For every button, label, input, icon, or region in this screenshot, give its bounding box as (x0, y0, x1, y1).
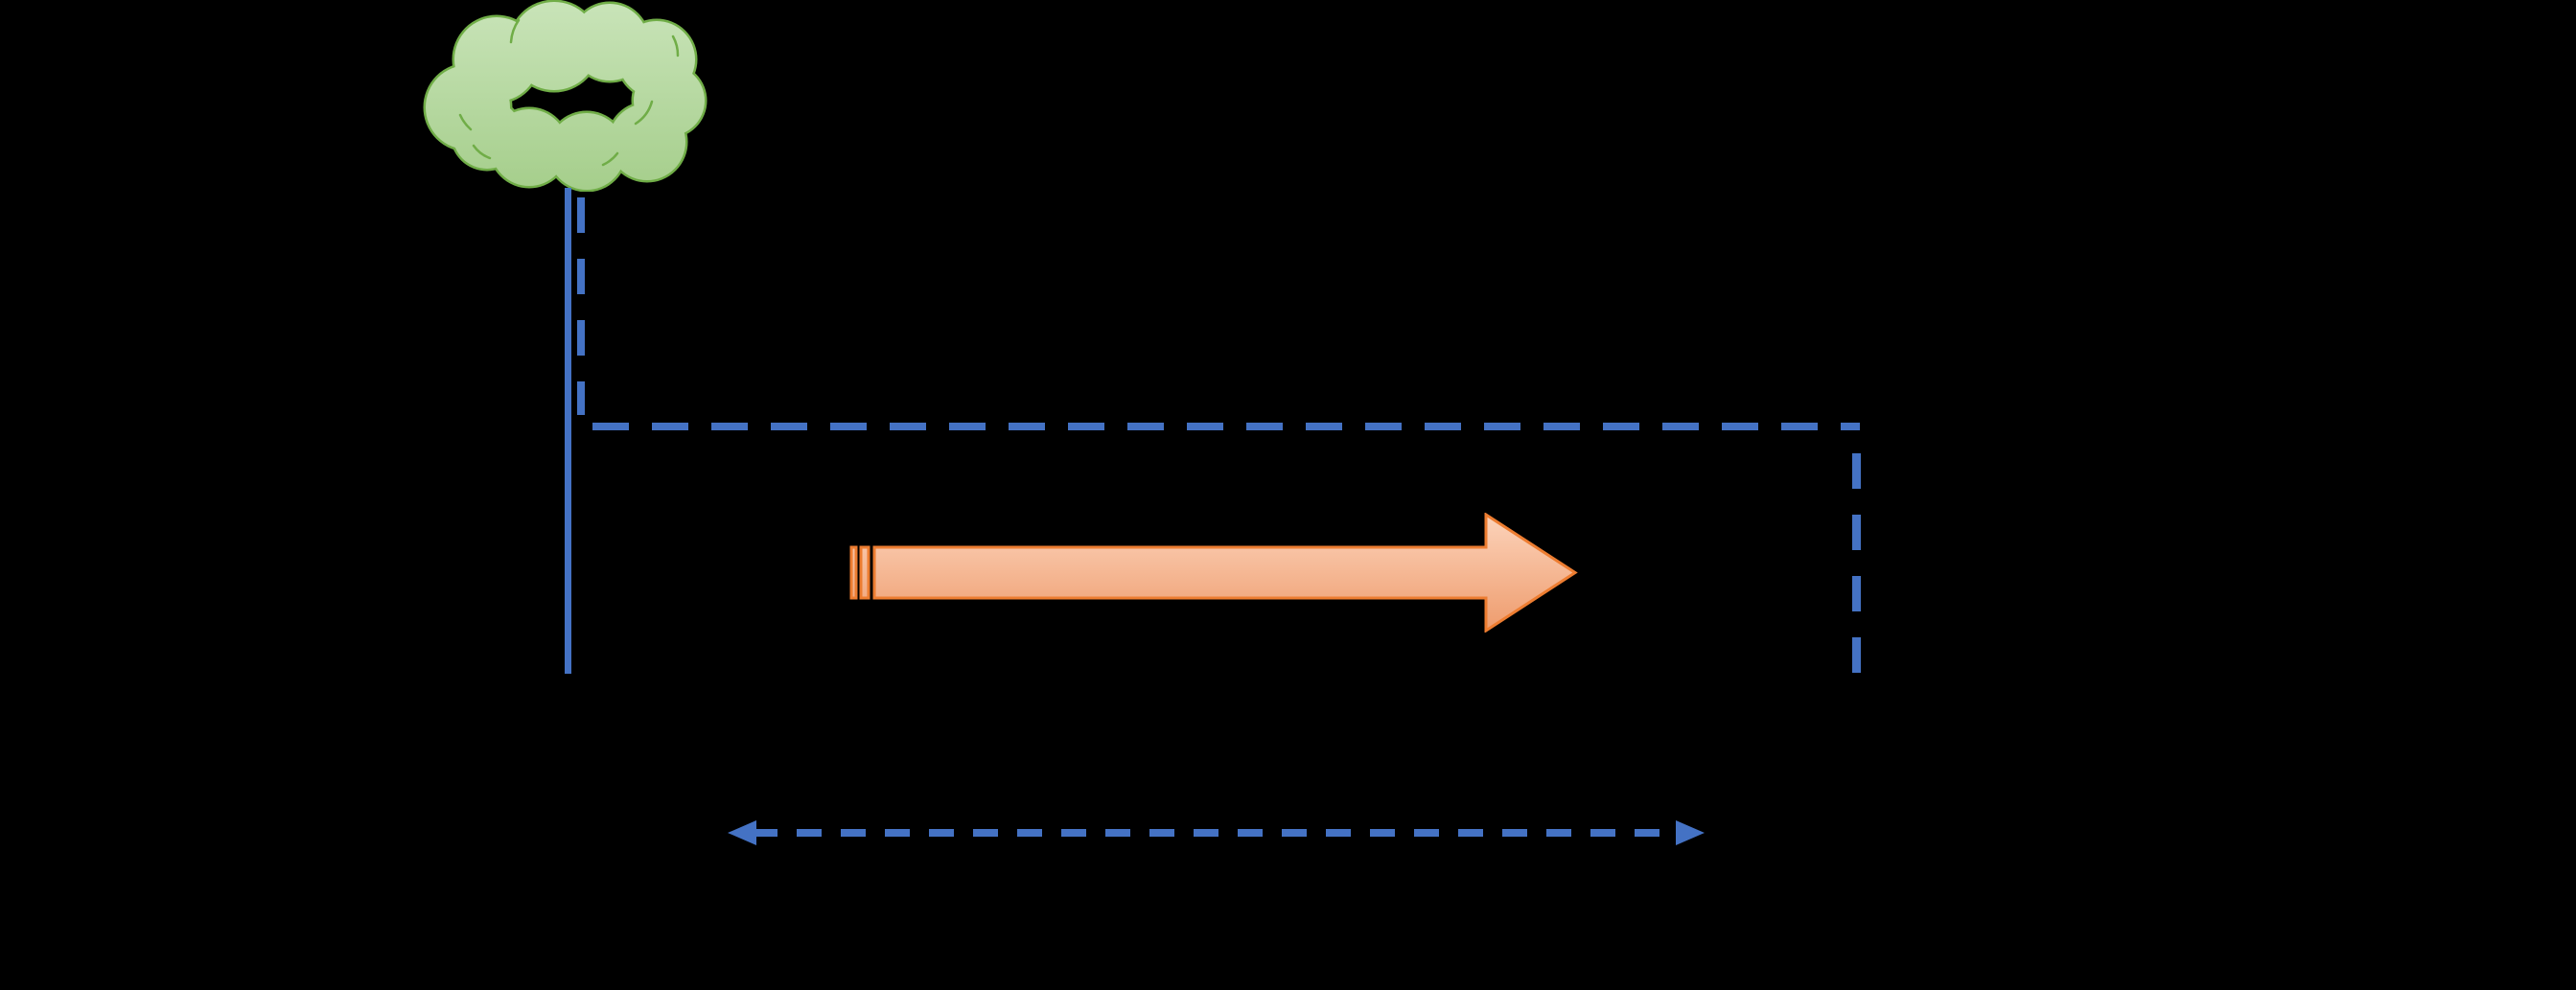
dashed-arrow-shaft (753, 829, 1680, 837)
dashed-vertical-line-right (1852, 453, 1861, 673)
arrowhead-right-icon (1676, 820, 1705, 845)
dashed-horizontal-line (592, 423, 1860, 430)
double-headed-dashed-arrow-icon (728, 819, 1705, 846)
cloud-tree-crown-icon (423, 0, 708, 192)
dashed-vertical-line-left (577, 197, 585, 415)
arrowhead-left-icon (728, 820, 756, 845)
striped-right-arrow-icon (849, 513, 1578, 633)
solid-vertical-line (565, 188, 571, 674)
